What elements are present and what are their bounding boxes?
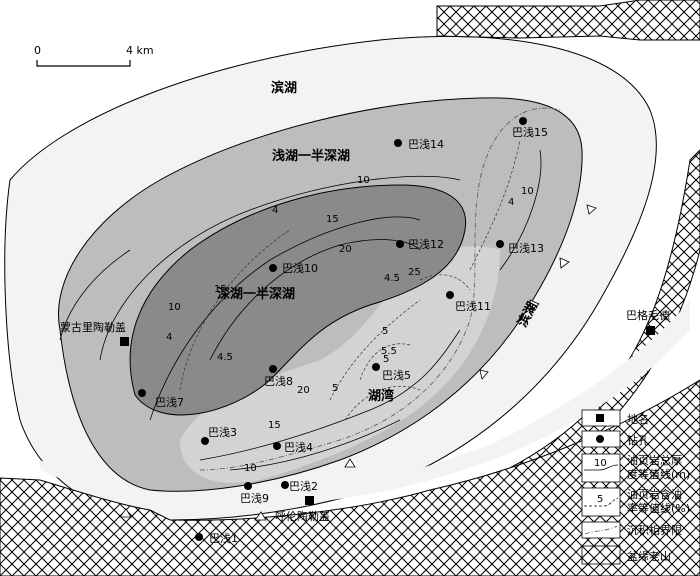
well-label: 巴浅5 bbox=[382, 369, 411, 382]
legend-label-well: 钻孔 bbox=[627, 433, 649, 447]
facies-boundary bbox=[199, 107, 561, 471]
oilrate-contours bbox=[179, 139, 521, 421]
contour-label: 15 bbox=[326, 214, 339, 225]
zone-label-deep: 深湖一半深湖 bbox=[217, 286, 295, 302]
well-label: 巴浅3 bbox=[208, 426, 237, 439]
well-label: 巴浅15 bbox=[512, 126, 548, 139]
well-marker bbox=[195, 533, 203, 541]
well-marker bbox=[519, 117, 527, 125]
well-label: 巴浅11 bbox=[455, 300, 491, 313]
contour-label: 5 bbox=[383, 354, 389, 365]
legend-facies-line bbox=[584, 525, 618, 535]
legend-label-thickness-2: 度等值线(m) bbox=[627, 467, 690, 481]
contour-label: 10 bbox=[244, 463, 257, 474]
place-marker-bage bbox=[646, 326, 655, 335]
wells: 巴浅1 巴浅2 巴浅3 巴浅4 巴浅5 巴浅7 巴浅8 巴浅9 巴浅10 巴浅1… bbox=[138, 117, 548, 545]
contour-label: 5.5 bbox=[381, 346, 397, 357]
zone-label-shore-top: 滨湖 bbox=[271, 80, 297, 96]
well-marker bbox=[273, 442, 281, 450]
scale-bar: 0 4 km bbox=[34, 44, 154, 67]
contour-label: 10 bbox=[521, 186, 534, 197]
well-label: 巴浅12 bbox=[408, 238, 444, 251]
mountain-bottom bbox=[0, 379, 700, 576]
legend-key-thickness bbox=[581, 453, 621, 483]
basin-floor-lower bbox=[40, 300, 690, 509]
well-label: 巴浅7 bbox=[155, 396, 184, 409]
well-marker bbox=[372, 363, 380, 371]
well-marker bbox=[269, 264, 277, 272]
legend-key-oilrate bbox=[581, 487, 621, 517]
contour-label: 25 bbox=[408, 267, 421, 278]
well-marker bbox=[201, 437, 209, 445]
well-marker bbox=[244, 482, 252, 490]
well-label: 巴浅8 bbox=[264, 375, 293, 388]
margin-ticks bbox=[119, 204, 597, 521]
place-label-hulun: 呼伦陶勒盖 bbox=[275, 509, 330, 523]
legend-label-place: 地名 bbox=[627, 412, 649, 426]
contour-label: 4.5 bbox=[217, 352, 233, 363]
mountain-top-right bbox=[436, 0, 700, 41]
well-label: 巴浅9 bbox=[240, 492, 269, 505]
contour-label: 5 bbox=[332, 383, 338, 394]
well-marker bbox=[138, 389, 146, 397]
legend-label-thickness-1: 油页岩总厚 bbox=[627, 453, 682, 467]
deep-lake-zone bbox=[129, 184, 467, 416]
place-marker-menggu bbox=[120, 337, 129, 346]
place-label-menggu: 蒙古里陶勒盖 bbox=[60, 320, 126, 334]
well-marker bbox=[394, 139, 402, 147]
well-marker bbox=[281, 481, 289, 489]
well-marker bbox=[496, 240, 504, 248]
zone-label-bay: 湖湾 bbox=[368, 388, 394, 404]
contour-label: 15 bbox=[268, 420, 281, 431]
legend-label-oilrate-2: 率等值线(%) bbox=[627, 501, 690, 515]
legend-label-mountain: 盆缘老山 bbox=[627, 549, 671, 563]
well-label: 巴浅2 bbox=[289, 480, 318, 493]
contour-label: 20 bbox=[339, 244, 352, 255]
legend-oilrate-sample: 5 bbox=[597, 494, 603, 505]
well-marker bbox=[396, 240, 404, 248]
place-label-bage: 巴格毛德 bbox=[626, 308, 670, 322]
well-marker bbox=[269, 365, 277, 373]
contour-label: 20 bbox=[297, 385, 310, 396]
contour-label: 4 bbox=[166, 332, 172, 343]
contour-label: 5 bbox=[382, 326, 388, 337]
legend-label-oilrate-1: 油页岩含油 bbox=[627, 487, 682, 501]
legend-label-facies: 沉积相界限 bbox=[627, 524, 682, 537]
legend: 地名 钻孔 10 油页岩总厚 度等值线(m) 5 油页岩含油 率等值线(%) 沉… bbox=[581, 409, 690, 565]
well-label: 巴浅10 bbox=[282, 262, 318, 275]
zone-label-shallow: 浅湖一半深湖 bbox=[272, 148, 350, 164]
legend-well-icon bbox=[596, 435, 604, 443]
legend-oilrate-line bbox=[584, 497, 619, 507]
well-label: 巴浅4 bbox=[284, 441, 313, 454]
well-label: 巴浅14 bbox=[408, 138, 444, 151]
well-marker bbox=[446, 291, 454, 299]
scale-end-label: 4 km bbox=[126, 44, 154, 57]
legend-thickness-sample: 10 bbox=[594, 458, 607, 469]
scale-start-label: 0 bbox=[34, 44, 41, 57]
contour-label: 10 bbox=[357, 175, 370, 186]
bay-zone bbox=[180, 246, 500, 483]
place-marker-hulun bbox=[305, 496, 314, 505]
contour-label: 4 bbox=[272, 205, 278, 216]
legend-key-mountain bbox=[581, 545, 621, 565]
contour-label: 15 bbox=[214, 284, 227, 295]
well-label: 巴浅1 bbox=[209, 532, 238, 545]
contour-label: 4.5 bbox=[384, 273, 400, 284]
contour-label: 4 bbox=[508, 197, 514, 208]
legend-key-facies bbox=[581, 521, 621, 539]
well-label: 巴浅13 bbox=[508, 242, 544, 255]
legend-thickness-line bbox=[584, 464, 619, 471]
contour-label: 10 bbox=[168, 302, 181, 313]
legend-place-icon bbox=[596, 414, 604, 422]
